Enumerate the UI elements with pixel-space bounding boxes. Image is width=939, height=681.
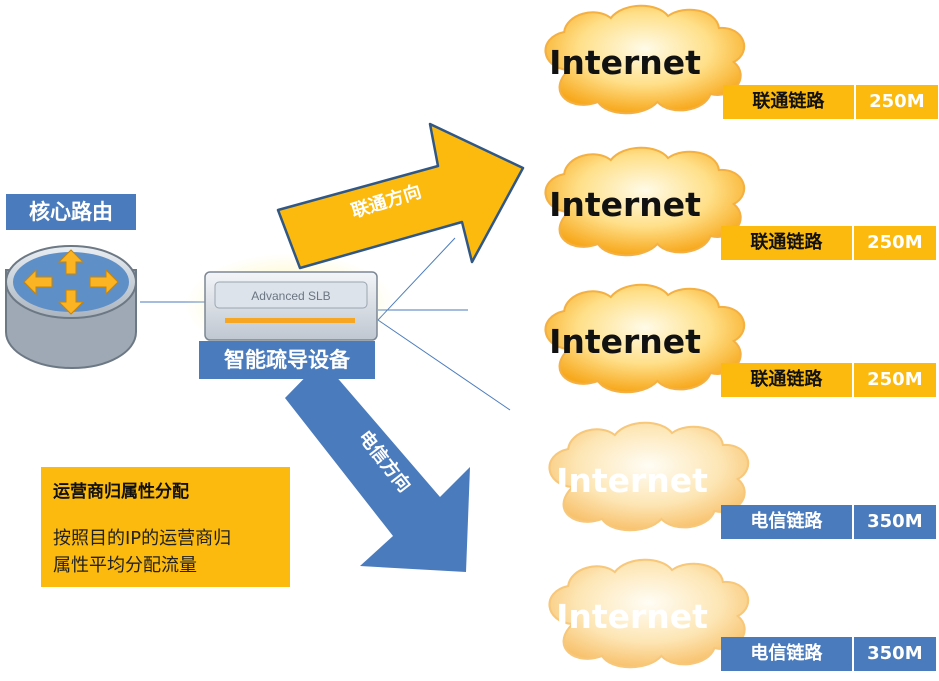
link-badge-3: 联通链路 250M xyxy=(721,363,936,397)
slb-to-link4-line xyxy=(377,319,511,411)
link-badge-2: 联通链路 250M xyxy=(721,226,936,260)
link-bandwidth: 250M xyxy=(851,363,936,397)
link-name: 联通链路 xyxy=(723,85,854,119)
policy-box: 运营商归属性分配 按照目的IP的运营商归 属性平均分配流量 xyxy=(41,467,290,587)
policy-desc-line-2: 属性平均分配流量 xyxy=(53,555,197,576)
link-bandwidth: 250M xyxy=(851,226,936,260)
load-balancer-icon: Advanced SLB xyxy=(185,253,395,357)
link-bandwidth: 350M xyxy=(851,505,936,539)
link-bandwidth: 350M xyxy=(851,637,936,671)
link-badge-4: 电信链路 350M xyxy=(721,505,936,539)
policy-title: 运营商归属性分配 xyxy=(53,482,189,502)
policy-description: 按照目的IP的运营商归 属性平均分配流量 xyxy=(53,525,285,579)
link-name: 电信链路 xyxy=(721,505,852,539)
router-icon xyxy=(5,245,137,370)
link-name: 电信链路 xyxy=(721,637,852,671)
link-badge-1: 联通链路 250M xyxy=(723,85,938,119)
core-router-label: 核心路由 xyxy=(6,194,136,230)
internet-cloud-2-label: Internet xyxy=(549,185,701,224)
link-name: 联通链路 xyxy=(721,363,852,397)
internet-cloud-3-label: Internet xyxy=(549,322,701,361)
policy-desc-line-1: 按照目的IP的运营商归 xyxy=(53,528,232,549)
internet-cloud-5-label: Internet xyxy=(556,597,708,636)
unicom-direction-arrow: 联通方向 xyxy=(276,122,525,270)
telecom-direction-arrow: 电信方向 xyxy=(285,360,470,572)
link-badge-5: 电信链路 350M xyxy=(721,637,936,671)
link-bandwidth: 250M xyxy=(853,85,938,119)
link-name: 联通链路 xyxy=(721,226,852,260)
slb-screen-text: Advanced SLB xyxy=(251,289,330,303)
slb-device-label: 智能疏导设备 xyxy=(199,341,375,379)
internet-cloud-1-label: Internet xyxy=(549,43,701,82)
internet-cloud-4-label: Internet xyxy=(556,461,708,500)
